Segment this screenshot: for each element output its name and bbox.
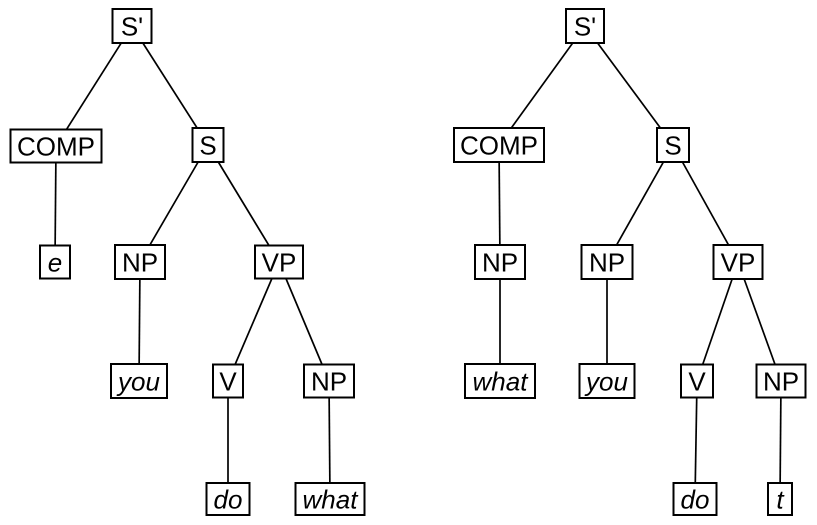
- tree-edge-s-vp: [672, 144, 739, 263]
- node-label: do: [214, 484, 243, 514]
- node-label: NP: [763, 366, 799, 396]
- left-tree-node-s: S: [191, 127, 225, 163]
- node-box: [294, 482, 366, 516]
- right-tree-node-sprime: S': [565, 8, 605, 44]
- tree-edge-s-vp: [207, 144, 280, 263]
- node-label: NP: [482, 247, 518, 277]
- tree-edge-sprime-comp: [498, 25, 586, 146]
- right-tree-node-comp: COMP: [453, 127, 545, 163]
- node-label: you: [116, 366, 160, 396]
- right-tree-node-t: t: [767, 482, 793, 516]
- node-label: V: [688, 366, 706, 396]
- right-tree-node-np-comp: NP: [474, 244, 526, 280]
- left-tree-node-np-subj: NP: [114, 244, 166, 280]
- node-label: NP: [122, 247, 158, 277]
- node-box: [205, 482, 251, 516]
- node-box: [755, 363, 807, 399]
- right-tree-node-v: V: [680, 363, 714, 399]
- right-tree-node-you: you: [578, 363, 636, 399]
- node-box: [672, 482, 718, 516]
- node-box: [578, 363, 636, 399]
- node-label: COMP: [460, 130, 538, 160]
- tree-edge-sprime-s: [584, 25, 674, 146]
- node-label: t: [776, 484, 785, 514]
- tree-edge-sprime-s: [131, 25, 209, 146]
- left-tree-node-v: V: [212, 363, 244, 399]
- node-label: NP: [311, 366, 347, 396]
- node-box: [9, 128, 103, 164]
- left-tree-node-np-obj: NP: [303, 363, 355, 399]
- tree-edge-vp-np-obj: [278, 261, 330, 382]
- left-tree-node-you: you: [110, 363, 168, 399]
- left-tree-node-vp: VP: [254, 244, 304, 280]
- tree-edge-np-obj-what: [328, 380, 331, 500]
- node-box: [191, 127, 225, 163]
- node-label: what: [473, 366, 530, 396]
- left-tree-node-e: e: [39, 244, 71, 280]
- node-label: S': [121, 11, 143, 41]
- tree-edge-vp-v: [227, 261, 280, 382]
- tree-edge-s-np-subj: [606, 144, 674, 263]
- node-box: [474, 244, 526, 280]
- node-box: [212, 363, 244, 399]
- node-label: S': [574, 11, 596, 41]
- node-label: e: [48, 247, 62, 277]
- tree-edge-np-subj-you: [138, 261, 141, 382]
- node-label: do: [681, 484, 710, 514]
- node-box: [565, 8, 605, 44]
- tree-edge-vp-np-obj: [737, 261, 782, 382]
- left-tree-node-what: what: [294, 482, 366, 516]
- tree-edge-sprime-comp: [55, 25, 133, 147]
- node-label: S: [199, 130, 216, 160]
- right-tree-node-np-subj: NP: [580, 244, 634, 280]
- node-label: V: [219, 366, 237, 396]
- left-tree-node-do: do: [205, 482, 251, 516]
- right-tree-node-vp: VP: [712, 244, 764, 280]
- node-box: [110, 363, 168, 399]
- node-box: [303, 363, 355, 399]
- node-label: S: [664, 130, 681, 160]
- node-label: NP: [589, 247, 625, 277]
- node-box: [453, 127, 545, 163]
- right-tree-node-np-obj: NP: [755, 363, 807, 399]
- node-box: [767, 482, 793, 516]
- tree-edge-comp-np-comp: [498, 144, 501, 263]
- right-tree-node-do: do: [672, 482, 718, 516]
- node-label: VP: [262, 247, 297, 277]
- node-label: what: [303, 484, 360, 514]
- node-box: [111, 8, 153, 44]
- right-tree-node-s: S: [656, 127, 690, 163]
- node-box: [254, 244, 304, 280]
- node-box: [114, 244, 166, 280]
- tree-edge-s-np-subj: [139, 144, 209, 263]
- right-tree: S' COMP S NP NP VP what you V NP do t: [453, 8, 807, 516]
- tree-edge-v-do: [694, 380, 698, 500]
- node-box: [712, 244, 764, 280]
- node-box: [39, 244, 71, 280]
- node-label: you: [584, 366, 628, 396]
- right-tree-node-what: what: [464, 363, 536, 399]
- tree-edge-np-obj-t: [779, 380, 782, 500]
- node-label: COMP: [17, 131, 95, 161]
- node-box: [680, 363, 714, 399]
- left-tree-node-comp: COMP: [9, 128, 103, 164]
- tree-edge-comp-e: [54, 145, 57, 263]
- node-box: [580, 244, 634, 280]
- left-tree-node-sprime: S': [111, 8, 153, 44]
- node-label: VP: [721, 247, 756, 277]
- tree-edge-vp-v: [696, 261, 739, 382]
- node-box: [464, 363, 536, 399]
- node-box: [656, 127, 690, 163]
